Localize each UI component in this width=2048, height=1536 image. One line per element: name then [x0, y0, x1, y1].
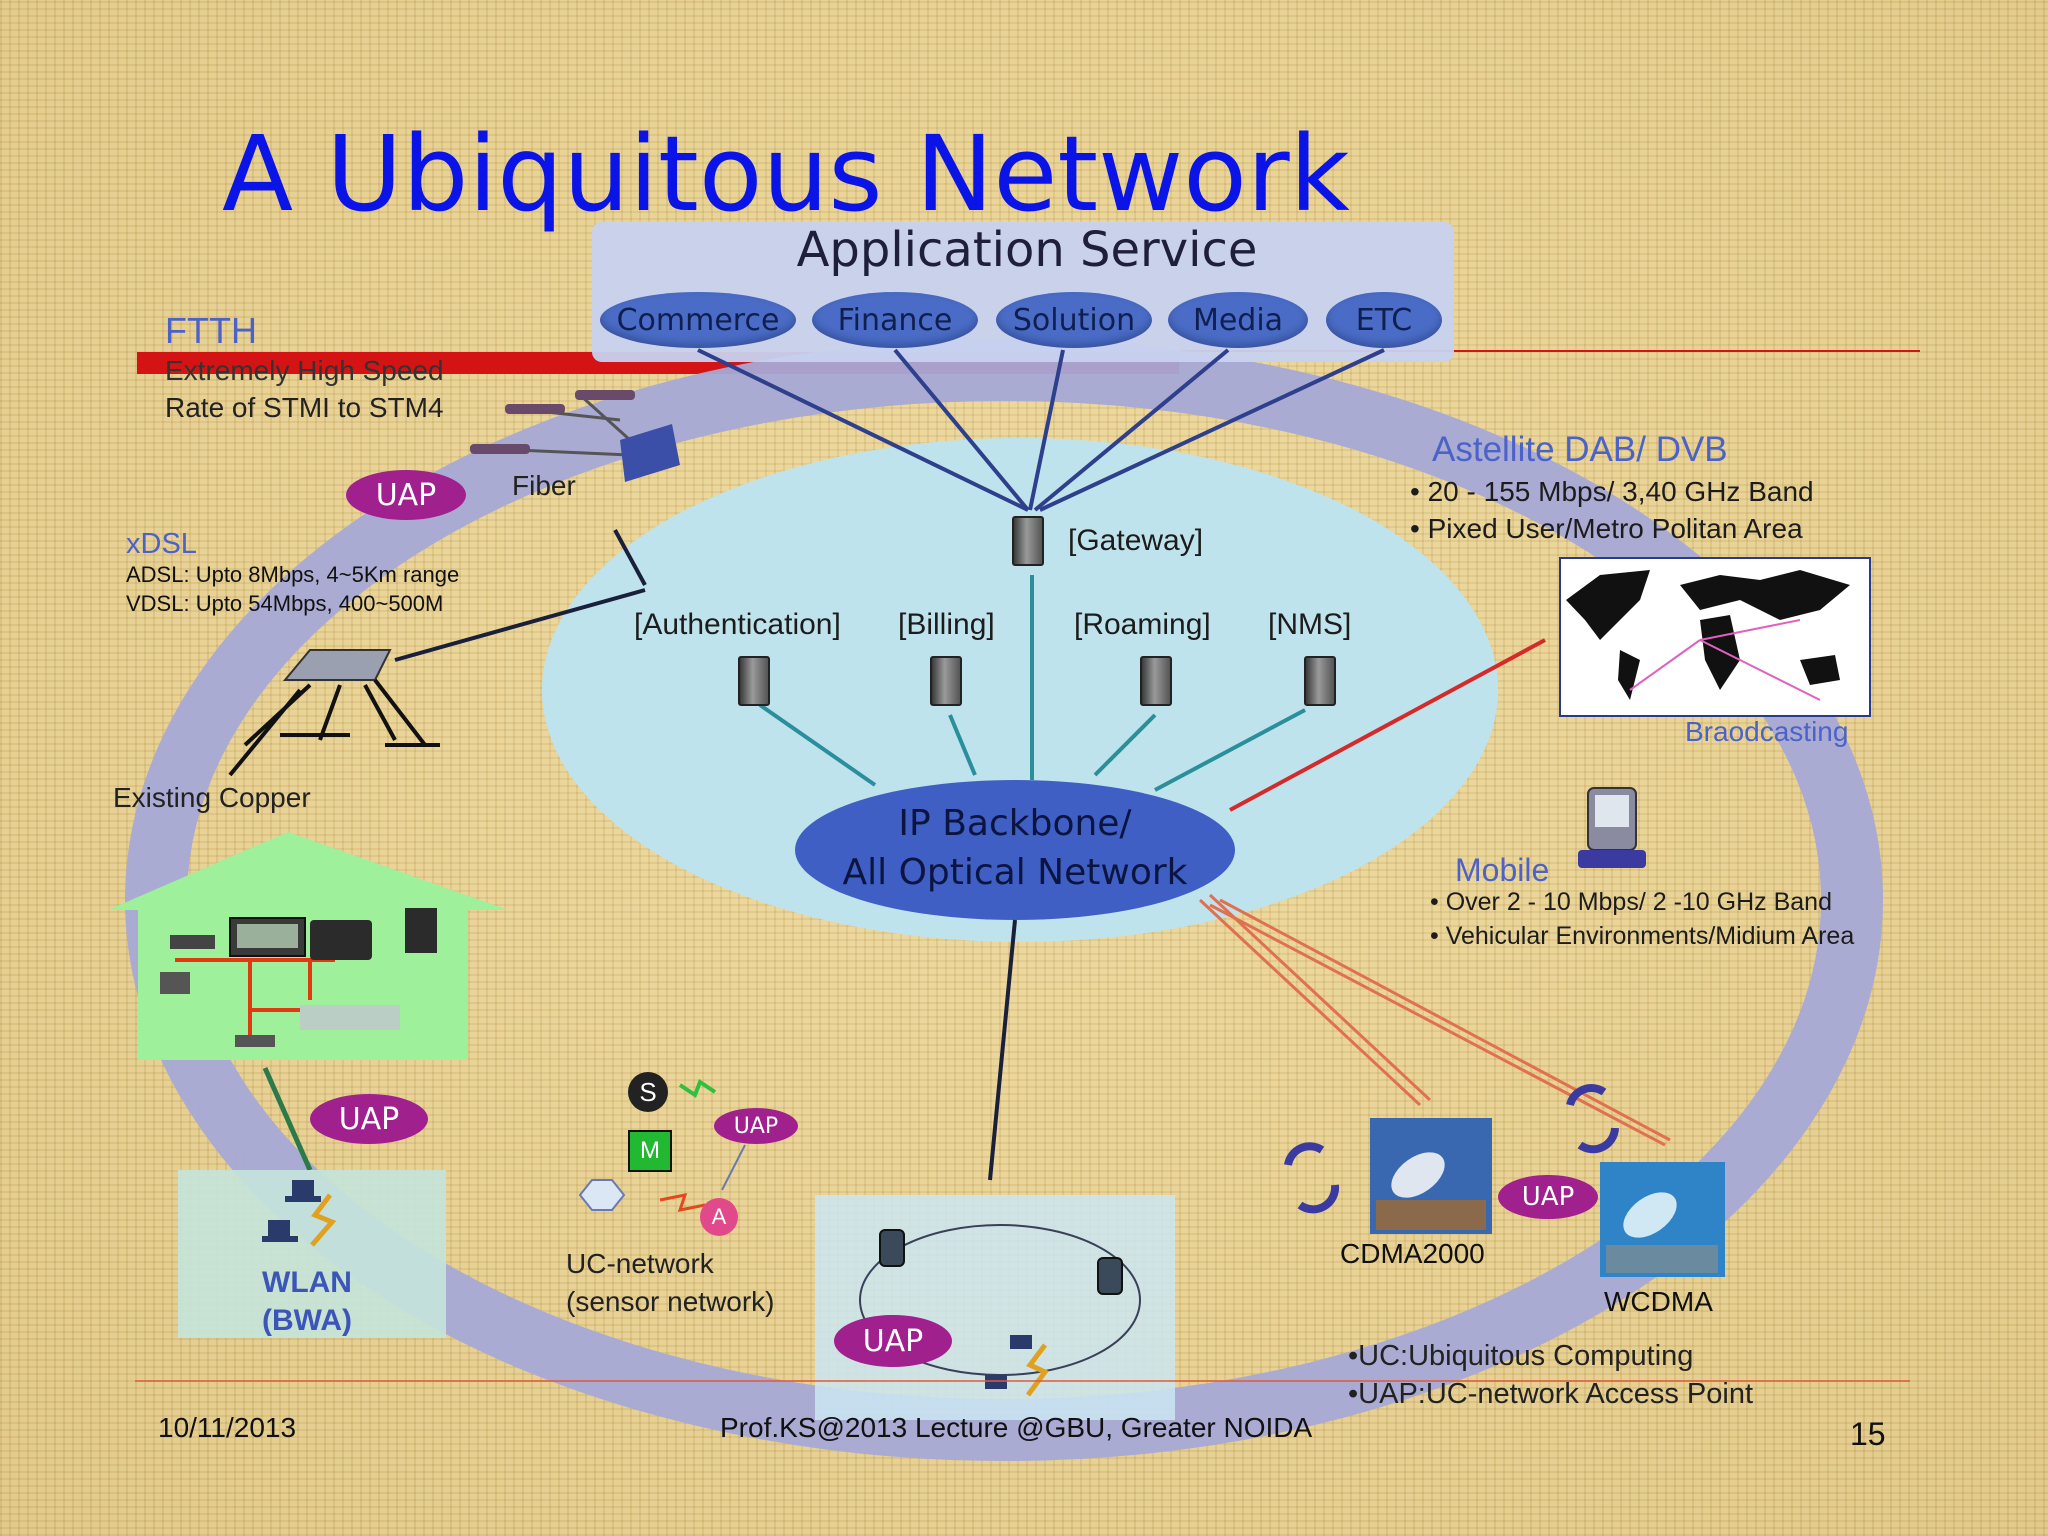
authentication-server-icon [738, 656, 770, 706]
uap-badge-sensor: UAP [714, 1108, 798, 1144]
uc-network-label: UC-network [566, 1248, 714, 1279]
xdsl-title: xDSL [126, 528, 197, 560]
billing-label: [Billing] [898, 608, 995, 641]
satellite-link [1229, 638, 1546, 812]
mobile-bullet1-text: Over 2 - 10 Mbps/ 2 -10 GHz Band [1445, 888, 1832, 916]
sensor-node-s: S [628, 1072, 668, 1112]
sensor-node-a: A [700, 1198, 738, 1236]
cellular-sites [1284, 1084, 1725, 1277]
adsl-label: ADSL: Upto 8Mbps, 4~5Km range [126, 562, 460, 587]
ftth-line1: Extremely High Speed [165, 355, 444, 386]
wlan-devices [262, 1180, 337, 1247]
satellite-bullet1: • 20 - 155 Mbps/ 3,40 GHz Band [1410, 476, 1814, 507]
legend-uc-text: UC:Ubiquitous Computing [1358, 1340, 1694, 1372]
vdsl-label: VDSL: Upto 54Mbps, 400~500M [126, 591, 444, 616]
service-media: Media [1168, 292, 1308, 348]
fiber-label: Fiber [512, 470, 576, 501]
uap-badge-cellular: UAP [1498, 1175, 1598, 1219]
mobile-bullet1: • Over 2 - 10 Mbps/ 2 -10 GHz Band [1430, 888, 1832, 916]
uap-badge-bottom: UAP [834, 1315, 952, 1367]
backbone-line1: IP Backbone/ [898, 803, 1132, 844]
nms-label: [NMS] [1268, 608, 1352, 641]
footer-date: 10/11/2013 [158, 1412, 297, 1443]
dsl-equipment [228, 649, 440, 777]
satellite-bullet2-text: Pixed User/Metro Politan Area [1427, 513, 1803, 544]
gateway-label: [Gateway] [1068, 524, 1204, 557]
sensor-network [578, 1078, 746, 1212]
nms-server-icon [1304, 656, 1336, 706]
ftth-line2: Rate of STMI to STM4 [165, 392, 444, 423]
page-title: A Ubiquitous Network [222, 113, 1350, 235]
sensor-node-m: M [628, 1130, 672, 1172]
page-number: 15 [1850, 1416, 1886, 1452]
existing-copper-label: Existing Copper [113, 782, 311, 813]
backbone-line2: All Optical Network [842, 851, 1188, 893]
legend-uc: •UC:Ubiquitous Computing [1348, 1340, 1694, 1372]
wlan-label: WLAN [262, 1266, 352, 1299]
billing-server-icon [930, 656, 962, 706]
broadcasting-label: Braodcasting [1685, 716, 1849, 747]
gateway-server-icon [1012, 516, 1044, 566]
home-network-house [108, 832, 508, 1172]
bottom-devices [879, 1229, 1123, 1397]
roaming-label: [Roaming] [1074, 608, 1211, 641]
mobile-title: Mobile [1455, 852, 1550, 888]
mobile-bullet2: • Vehicular Environments/Midium Area [1430, 922, 1855, 950]
core-network-ellipse [542, 438, 1498, 942]
sensor-network-label: (sensor network) [566, 1286, 775, 1317]
service-finance: Finance [812, 292, 978, 348]
satellite-title: Astellite DAB/ DVB [1432, 430, 1728, 469]
core-links [758, 575, 1306, 792]
cellular-links [1198, 893, 1671, 1147]
footer-center: Prof.KS@2013 Lecture @GBU, Greater NOIDA [720, 1412, 1313, 1443]
service-solution: Solution [996, 292, 1152, 348]
cdma2000-label: CDMA2000 [1340, 1238, 1485, 1269]
service-etc: ETC [1326, 292, 1442, 348]
wlan-bwa-label: (BWA) [262, 1304, 352, 1337]
mobile-bullet2-text: Vehicular Environments/Midium Area [1445, 922, 1855, 950]
backbone-ellipse [795, 780, 1235, 920]
authentication-label: [Authentication] [634, 608, 841, 641]
uap-badge-ftth: UAP [346, 470, 466, 520]
service-commerce: Commerce [600, 292, 796, 348]
backbone-label: IP Backbone/ All Optical Network [815, 800, 1215, 897]
pda-device [1578, 787, 1646, 868]
legend-uap: •UAP:UC-network Access Point [1348, 1378, 1754, 1410]
uap-badge-wlan: UAP [310, 1094, 428, 1144]
access-links [394, 529, 1017, 1181]
application-service-title: Application Service [796, 222, 1258, 278]
ftth-title: FTTH [165, 310, 257, 351]
satellite-bullet2: • Pixed User/Metro Politan Area [1410, 513, 1803, 544]
roaming-server-icon [1140, 656, 1172, 706]
broadcasting-map [1559, 557, 1871, 717]
wcdma-label: WCDMA [1604, 1286, 1713, 1317]
legend-uap-text: UAP:UC-network Access Point [1358, 1378, 1754, 1410]
fiber-equipment [469, 390, 680, 482]
satellite-bullet1-text: 20 - 155 Mbps/ 3,40 GHz Band [1427, 476, 1814, 507]
service-links [697, 348, 1385, 512]
